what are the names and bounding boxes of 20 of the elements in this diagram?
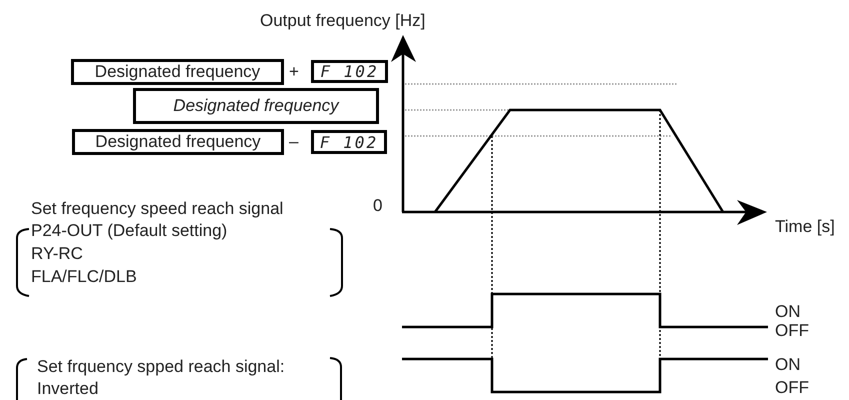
state-label: OFF [775, 378, 809, 398]
terminal-name: FLA/FLC/DLB [31, 267, 137, 287]
state-label: ON [775, 302, 800, 322]
frequency-box: Designated frequency [133, 88, 379, 124]
terminal-name: P24-OUT (Default setting) [31, 221, 228, 241]
parameter-display: F 102 [311, 60, 388, 83]
axis-value: 0 [373, 196, 382, 216]
operator: – [289, 132, 298, 152]
frequency-box: Designated frequency [71, 59, 284, 85]
axis-title: Time [s] [775, 217, 835, 237]
axis-title: Output frequency [Hz] [260, 11, 426, 31]
signal-note: Inverted [37, 379, 98, 399]
frequency-box: Designated frequency [72, 129, 284, 155]
state-label: OFF [775, 321, 809, 341]
signal-title: Set frequency speed reach signal [31, 199, 284, 219]
operator: + [289, 62, 299, 82]
terminal-name: RY-RC [31, 244, 83, 264]
signal-title: Set frquency spped reach signal: [37, 357, 285, 377]
parameter-display: F 102 [311, 130, 387, 154]
state-label: ON [775, 355, 800, 375]
